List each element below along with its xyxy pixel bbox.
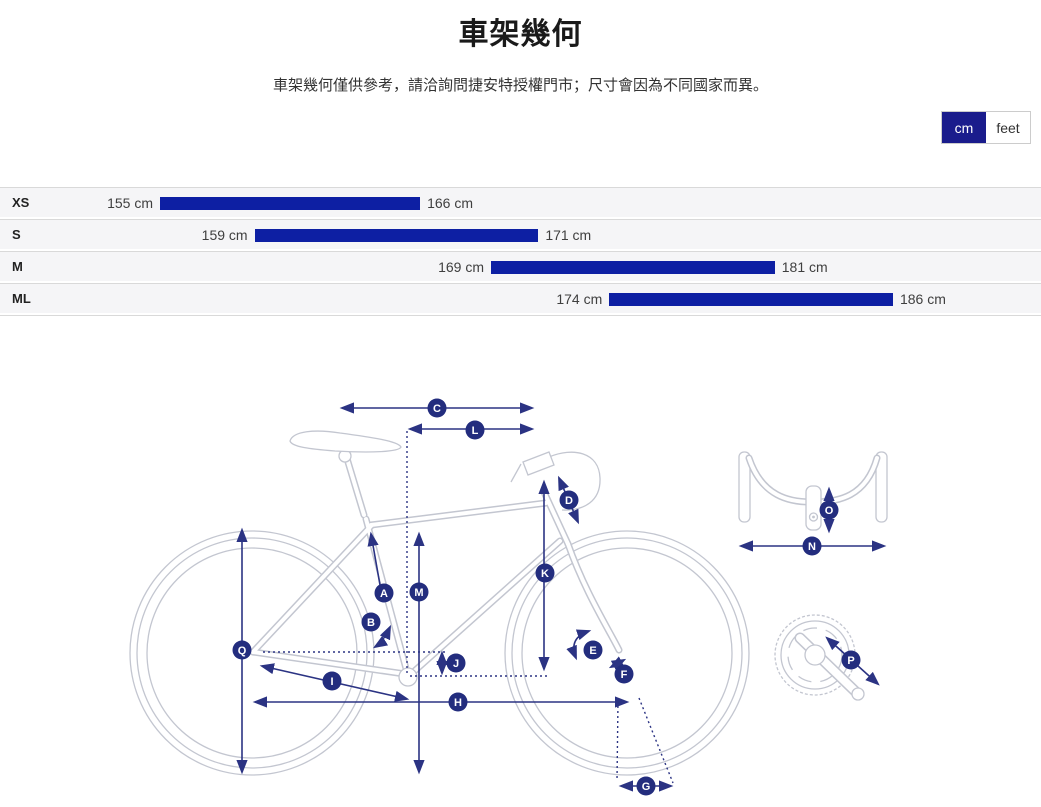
svg-text:B: B xyxy=(367,617,375,629)
handlebar-front-view xyxy=(738,451,888,531)
dimension-badge-q: Q xyxy=(232,640,252,660)
dimension-badge-b: B xyxy=(361,612,381,632)
min-height-label: 159 cm xyxy=(201,227,248,243)
dimension-badge-k: K xyxy=(535,563,555,583)
svg-text:N: N xyxy=(808,541,816,553)
dimension-badge-a: A xyxy=(374,583,394,603)
dimension-badge-e: E xyxy=(583,640,603,660)
dimension-badge-g: G xyxy=(636,776,656,796)
dimension-badge-p: P xyxy=(841,650,861,670)
unit-cm-button[interactable]: cm xyxy=(942,112,986,143)
svg-text:K: K xyxy=(541,568,549,580)
svg-text:O: O xyxy=(825,505,834,517)
brake-hood xyxy=(522,451,555,476)
dimension-badge-n: N xyxy=(802,536,822,556)
svg-text:H: H xyxy=(454,697,462,709)
dimension-badge-d: D xyxy=(559,490,579,510)
min-height-label: 174 cm xyxy=(556,291,603,307)
height-range-bar xyxy=(491,261,775,274)
size-range-table: XS 155 cm 166 cm S 159 cm 171 cm M 169 cm 181 cm… xyxy=(0,187,1041,316)
rear-wheel xyxy=(129,530,375,776)
height-range-bar xyxy=(609,293,893,306)
svg-text:M: M xyxy=(414,587,423,599)
dimension-badge-m: M xyxy=(409,582,429,602)
max-height-label: 166 cm xyxy=(427,195,474,211)
height-range-bar xyxy=(254,229,539,242)
dim-line-A xyxy=(367,531,381,586)
crank-spindle xyxy=(804,644,826,666)
max-height-label: 186 cm xyxy=(899,291,946,307)
dimension-badge-h: H xyxy=(448,692,468,712)
saddle xyxy=(289,430,402,453)
dimension-badge-f: F xyxy=(614,664,634,684)
max-height-label: 181 cm xyxy=(781,259,828,275)
svg-text:P: P xyxy=(847,655,854,667)
max-height-label: 171 cm xyxy=(545,227,592,243)
svg-text:Q: Q xyxy=(238,645,247,657)
bottom-bracket xyxy=(398,667,418,687)
handlebar-drop xyxy=(510,451,601,511)
svg-text:D: D xyxy=(565,495,573,507)
dim-line-F xyxy=(608,656,627,671)
pedal-hole xyxy=(851,687,865,701)
dimension-badge-o: O xyxy=(819,500,839,520)
size-name: M xyxy=(12,259,23,274)
dim-arc-B xyxy=(372,624,392,649)
svg-text:G: G xyxy=(642,781,651,793)
dimension-badge-j: J xyxy=(446,653,466,673)
brake-lever xyxy=(510,463,522,483)
geometry-diagram: A B C D E F G H I J K L M N O P Q xyxy=(0,380,1041,807)
size-row-s: S 159 cm 171 cm xyxy=(0,219,1041,249)
svg-text:C: C xyxy=(433,403,441,415)
dimension-badge-c: C xyxy=(427,398,447,418)
size-row-xs: XS 155 cm 166 cm xyxy=(0,187,1041,217)
svg-text:J: J xyxy=(453,658,459,670)
min-height-label: 155 cm xyxy=(107,195,153,211)
page-subtitle: 車架幾何僅供參考，請洽詢問捷安特授權門市；尺寸會因為不同國家而異。 xyxy=(272,77,768,94)
dimension-badge-i: I xyxy=(322,671,342,691)
height-range-bar xyxy=(160,197,421,210)
stem-clamp xyxy=(805,485,822,531)
size-row-ml: ML 174 cm 186 cm xyxy=(0,283,1041,313)
size-name: S xyxy=(12,227,21,242)
unit-feet-button[interactable]: feet xyxy=(986,112,1030,143)
svg-text:A: A xyxy=(380,588,388,600)
svg-text:E: E xyxy=(589,645,596,657)
axle-ground-guide xyxy=(616,700,619,782)
size-row-m: M 169 cm 181 cm xyxy=(0,251,1041,281)
bike-illustration xyxy=(129,430,750,776)
svg-text:I: I xyxy=(330,676,333,688)
svg-text:L: L xyxy=(472,425,479,437)
geometry-diagram-svg: A B C D E F G H I J K L M N O P Q xyxy=(129,398,888,796)
dimension-badges: A B C D E F G H I J K L M N O P Q xyxy=(232,398,861,796)
size-name: ML xyxy=(12,291,31,306)
svg-text:F: F xyxy=(621,669,628,681)
unit-toggle: cm feet xyxy=(941,111,1031,144)
dim-arc-E xyxy=(566,629,592,661)
size-name: XS xyxy=(12,195,30,210)
front-wheel xyxy=(504,530,750,776)
min-height-label: 169 cm xyxy=(438,259,485,275)
page-title: 車架幾何 xyxy=(458,18,583,51)
steer-axis-guide xyxy=(638,697,674,784)
dimension-badge-l: L xyxy=(465,420,485,440)
